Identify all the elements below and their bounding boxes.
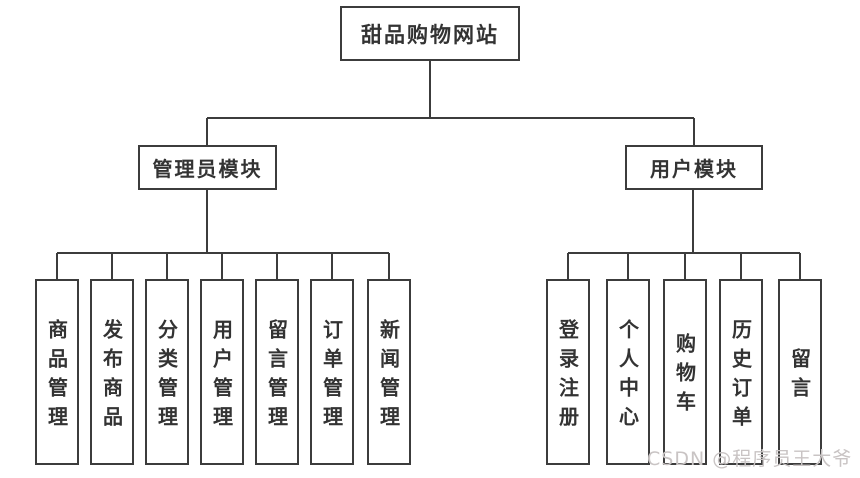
node-personal-center: 个人中心 xyxy=(606,279,650,465)
node-message-management: 留言管理 xyxy=(255,279,299,465)
node-label: 商品管理 xyxy=(44,318,69,435)
node-shopping-cart: 购物车 xyxy=(663,279,707,465)
node-label: 订单管理 xyxy=(319,318,344,435)
node-label: 新闻管理 xyxy=(376,318,401,435)
watermark: CSDN @程序员王大爷 xyxy=(647,448,853,470)
node-label: 留言管理 xyxy=(264,318,289,435)
node-publish-product: 发布商品 xyxy=(90,279,134,465)
node-label: 分类管理 xyxy=(154,318,179,435)
node-news-management: 新闻管理 xyxy=(367,279,411,465)
node-user-module: 用户模块 xyxy=(625,145,763,190)
node-order-management: 订单管理 xyxy=(310,279,354,465)
node-category-management: 分类管理 xyxy=(145,279,189,465)
user-to-children-line xyxy=(567,190,801,279)
node-label: 留言 xyxy=(787,347,812,406)
node-admin-module: 管理员模块 xyxy=(138,145,277,190)
node-label: 个人中心 xyxy=(615,318,640,435)
admin-to-children-line xyxy=(56,190,390,279)
root-to-branches-line xyxy=(206,61,695,145)
node-label: 用户管理 xyxy=(209,318,234,435)
node-label: 历史订单 xyxy=(728,318,753,435)
node-user-management: 用户管理 xyxy=(200,279,244,465)
node-label: 登录注册 xyxy=(555,318,580,435)
node-label: 购物车 xyxy=(672,333,697,420)
node-order-history: 历史订单 xyxy=(719,279,763,465)
node-login-register: 登录注册 xyxy=(546,279,590,465)
node-message: 留言 xyxy=(778,279,822,465)
node-label: 发布商品 xyxy=(99,318,124,435)
node-root: 甜品购物网站 xyxy=(340,6,520,61)
node-product-management: 商品管理 xyxy=(35,279,79,465)
